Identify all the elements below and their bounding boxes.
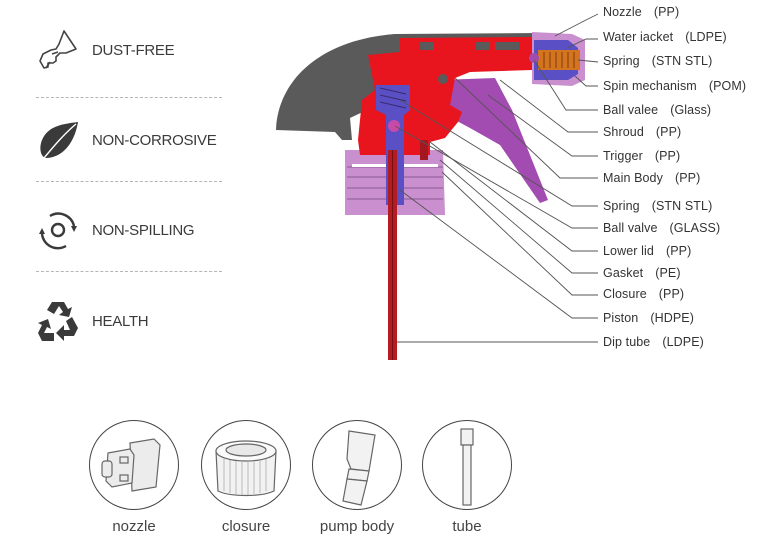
part-label-closure: Closure (PP): [603, 287, 684, 301]
feature-dust-free: DUST-FREE: [36, 26, 222, 74]
part-label-gasket: Gasket (PE): [603, 266, 681, 280]
feature-label: NON-SPILLING: [92, 221, 195, 239]
part-name: Dip tube: [603, 335, 651, 349]
component-caption: tube: [452, 518, 482, 535]
part-label-spring-nozzle: Spring (STN STL): [603, 54, 712, 68]
part-label-shroud: Shroud (PP): [603, 125, 681, 139]
part-label-spring-body: Spring (STN STL): [603, 199, 712, 213]
part-label-ball-valee: Ball valee (Glass): [603, 103, 711, 117]
part-material: (LDPE): [662, 335, 704, 349]
divider: [36, 271, 222, 272]
component-caption: pump body: [319, 518, 395, 535]
component-pump-body: pump body: [311, 420, 403, 535]
pump-body-part-icon: [342, 430, 376, 506]
part-material: (PP): [658, 287, 685, 301]
part-material: (PP): [674, 171, 701, 185]
nozzle-part-icon: [101, 438, 161, 492]
feature-label: NON-CORROSIVE: [92, 131, 217, 149]
part-name: Spring: [603, 199, 640, 213]
tube-part-icon: [460, 428, 474, 506]
feature-non-spilling: NON-SPILLING: [36, 206, 222, 254]
trigger-shape: [440, 78, 548, 203]
leaf-icon: [40, 122, 78, 159]
part-material: (Glass): [670, 103, 712, 117]
part-name: Closure: [603, 287, 647, 301]
part-material: (PP): [653, 5, 680, 19]
part-material: (LDPE): [685, 30, 727, 44]
part-material: (POM): [708, 79, 747, 93]
component-circle: [422, 420, 512, 510]
part-label-lower-lid: Lower lid (PP): [603, 244, 691, 258]
part-name: Trigger: [603, 149, 643, 163]
part-name: Gasket: [603, 266, 644, 280]
feature-non-corrosive: NON-CORROSIVE: [36, 116, 222, 164]
spray-bottle-icon: [39, 30, 77, 69]
part-label-ball-valve: Ball valve (GLASS): [603, 221, 720, 235]
part-material: (STN STL): [651, 54, 713, 68]
part-material: (HDPE): [650, 311, 694, 325]
component-circle: [201, 420, 291, 510]
part-name: Piston: [603, 311, 639, 325]
component-nozzle: nozzle: [88, 420, 180, 535]
part-label-spin-mechanism: Spin mechanism (POM): [603, 79, 746, 93]
divider: [36, 181, 222, 182]
recycle-icon: [38, 302, 78, 341]
part-material: (PP): [665, 244, 692, 258]
part-material: (PP): [654, 149, 681, 163]
part-name: Shroud: [603, 125, 644, 139]
component-closure: closure: [200, 420, 292, 535]
part-name: Nozzle: [603, 5, 642, 19]
part-material: (GLASS): [669, 221, 721, 235]
part-label-piston: Piston (HDPE): [603, 311, 694, 325]
part-label-nozzle: Nozzle (PP): [603, 5, 679, 19]
part-material: (STN STL): [651, 199, 713, 213]
feature-label: HEALTH: [92, 312, 149, 330]
part-name: Spring: [603, 54, 640, 68]
rotate-circle-icon: [39, 212, 77, 250]
divider: [36, 97, 222, 98]
component-caption: nozzle: [112, 518, 156, 535]
component-caption: closure: [221, 518, 271, 535]
part-material: (PE): [655, 266, 681, 280]
component-tube: tube: [421, 420, 513, 535]
closure-part-icon: [215, 440, 277, 497]
part-label-trigger: Trigger (PP): [603, 149, 680, 163]
part-label-dip-tube: Dip tube (LDPE): [603, 335, 704, 349]
feature-health: HEALTH: [36, 297, 222, 345]
part-name: Lower lid: [603, 244, 654, 258]
part-name: Ball valve: [603, 221, 658, 235]
sprayer-cross-section: [276, 13, 599, 360]
part-label-main-body: Main Body (PP): [603, 171, 700, 185]
part-material: (PP): [655, 125, 682, 139]
spring-shape: [538, 50, 580, 70]
part-name: Spin mechanism: [603, 79, 697, 93]
feature-label: DUST-FREE: [92, 41, 175, 59]
part-name: Water iacket: [603, 30, 674, 44]
component-circle: [89, 420, 179, 510]
part-name: Main Body: [603, 171, 663, 185]
part-name: Ball valee: [603, 103, 659, 117]
component-circle: [312, 420, 402, 510]
piston-shape: [376, 85, 410, 205]
part-label-water-jacket: Water iacket (LDPE): [603, 30, 727, 44]
